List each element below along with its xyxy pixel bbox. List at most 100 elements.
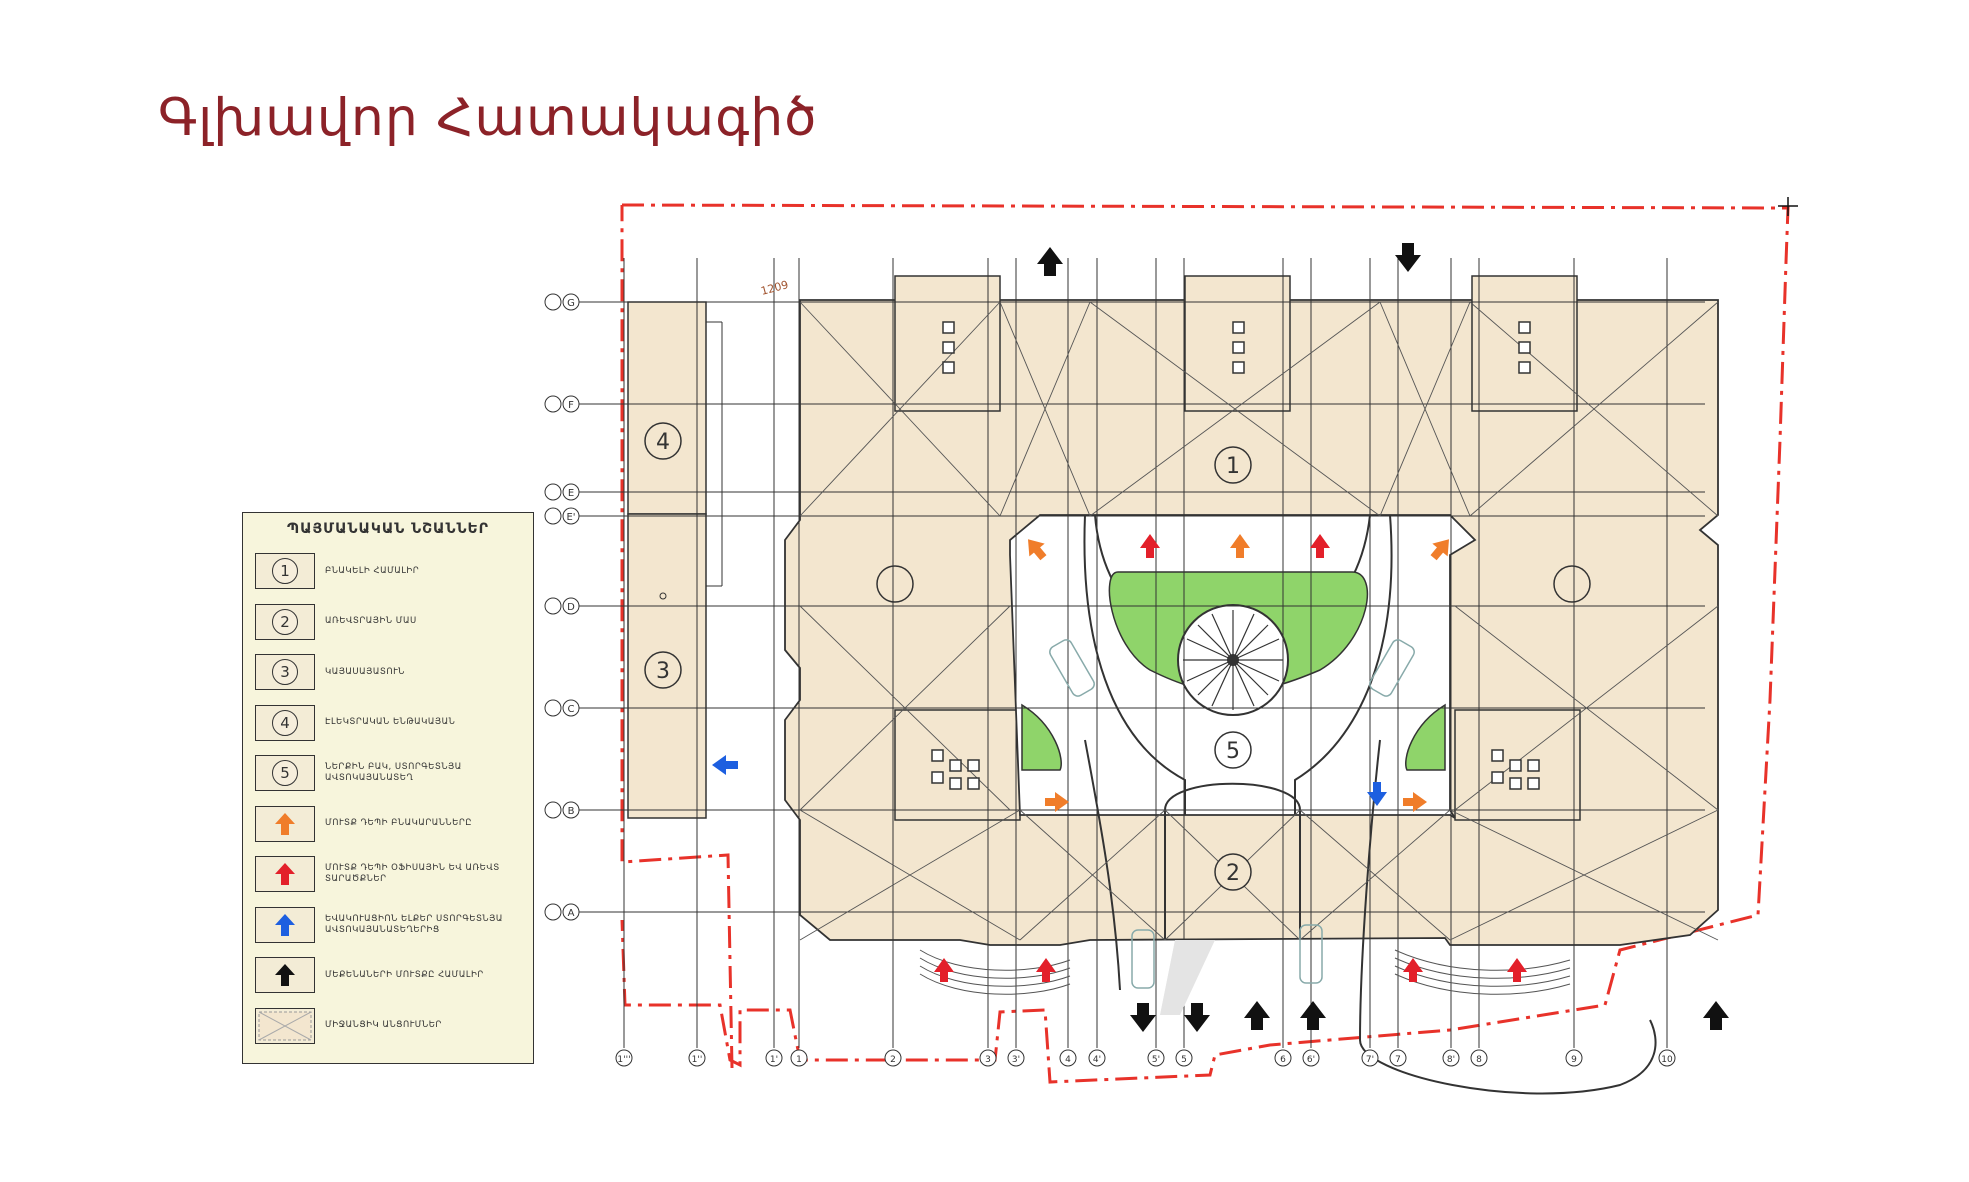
column-marker bbox=[1175, 1049, 1193, 1067]
row-label: G bbox=[567, 298, 575, 309]
row-marker bbox=[544, 395, 562, 413]
column-marker bbox=[979, 1049, 997, 1067]
legend-text: ԷԼԵԿՏՐԱԿԱՆ ԵՆԹԱԿԱՅԱՆ bbox=[325, 717, 456, 727]
legend-number: 2 bbox=[272, 608, 298, 635]
site-boundary bbox=[620, 203, 1790, 1084]
substation-building bbox=[627, 301, 707, 515]
legend-item: ՄԵՔԵՆԱՆԵՐԻ ՄՈՒՏՔԸ ՀԱՄԱԼԻՐ bbox=[255, 957, 525, 995]
legend-number: 3 bbox=[272, 659, 298, 685]
column-label: 8 bbox=[1476, 1055, 1482, 1065]
legend-text: ՄԻՋԱՆՑԻԿ ԱՆՑՈՒՄՆԵՐ bbox=[325, 1020, 442, 1030]
legend-swatch: 2 bbox=[255, 603, 315, 640]
zone-markers bbox=[644, 422, 1252, 891]
black-arrow-icon bbox=[255, 957, 315, 993]
zone-label-5: 5 bbox=[1226, 739, 1240, 764]
legend-text: ՄՈՒՏՔ ԴԵՊԻ ԲՆԱԿԱՐԱՆՆԵՐԸ bbox=[325, 818, 472, 828]
row-marker bbox=[562, 507, 580, 525]
row-marker bbox=[562, 395, 580, 413]
column-marker bbox=[790, 1049, 808, 1067]
cars bbox=[1049, 639, 1415, 989]
legend-number: 5 bbox=[272, 760, 298, 786]
row-marker bbox=[562, 699, 580, 717]
column-label: 9 bbox=[1571, 1055, 1577, 1065]
legend-text: ՆԵՐՔԻՆ ԲԱԿ, ՍՏՈՐԳԵՏՆՅԱ ԱՎՏՈԿԱՅԱՆԱՏԵՂ bbox=[325, 762, 462, 783]
legend-text: ՄՈՒՏՔ ԴԵՊԻ ՕՖԻՍԱՅԻՆ ԵՎ ԱՌԵՎՏ ՏԱՐԱԾՔՆԵՐ bbox=[325, 863, 500, 884]
legend-text: ՄԵՔԵՆԱՆԵՐԻ ՄՈՒՏՔԸ ՀԱՄԱԼԻՐ bbox=[325, 969, 484, 980]
column-marker bbox=[884, 1049, 902, 1067]
column-marker bbox=[765, 1049, 783, 1067]
legend-text: ԵՎԱԿՈՒԱՑԻՈՆ ԵԼՔԵՐ ՍՏՈՐԳԵՏՆՅԱ ԱՎՏՈԿԱՅԱՆԱՏ… bbox=[325, 913, 503, 935]
legend-number: 1 bbox=[272, 558, 298, 584]
column-label: 3 bbox=[985, 1055, 991, 1065]
column-label: 6 bbox=[1280, 1055, 1286, 1065]
legend-swatch: 5 bbox=[255, 755, 315, 791]
column-marker bbox=[1088, 1049, 1106, 1067]
zone-label-3: 3 bbox=[656, 659, 670, 684]
column-label: 4' bbox=[1093, 1055, 1101, 1065]
column-marker bbox=[688, 1049, 706, 1067]
legend-text: ԿԱՅԱՍԱՅԱՏՈՒՆ bbox=[325, 666, 405, 677]
column-marker bbox=[1059, 1049, 1077, 1067]
row-marker bbox=[544, 507, 562, 525]
column-marker bbox=[1565, 1049, 1583, 1067]
column-label: 8' bbox=[1447, 1055, 1455, 1065]
column-marker bbox=[1274, 1049, 1292, 1067]
site-boundary-west bbox=[620, 205, 734, 1069]
row-label: B bbox=[568, 806, 575, 817]
row-marker bbox=[544, 801, 562, 819]
row-marker bbox=[544, 293, 562, 311]
tower-details bbox=[931, 321, 1540, 790]
legend-item: ՄԻՋԱՆՑԻԿ ԱՆՑՈՒՄՆԵՐ bbox=[255, 1007, 525, 1046]
zone-label-1: 1 bbox=[1226, 454, 1240, 479]
row-marker bbox=[544, 483, 562, 501]
legend-title: ՊԱՅՄԱՆԱԿԱՆ ՆՇԱՆՆԵՐ bbox=[287, 521, 489, 537]
column-label: 5' bbox=[1152, 1055, 1160, 1065]
evacuation-exit-arrows bbox=[712, 755, 1387, 806]
column-marker bbox=[1147, 1049, 1165, 1067]
row-label: F bbox=[568, 400, 574, 411]
row-label: A bbox=[568, 908, 575, 919]
blue-arrow-icon bbox=[255, 906, 315, 943]
column-label: 4 bbox=[1065, 1055, 1071, 1065]
row-marker bbox=[562, 903, 580, 921]
column-label: 7' bbox=[1366, 1055, 1374, 1065]
row-marker bbox=[544, 597, 562, 615]
legend-number: 4 bbox=[272, 709, 298, 736]
column-label: 7 bbox=[1395, 1055, 1401, 1065]
column-label: 10 bbox=[1661, 1055, 1673, 1065]
page-title: Գլխավոր Հատակագիծ bbox=[158, 88, 818, 148]
row-marker bbox=[562, 483, 580, 501]
column-label: 2 bbox=[890, 1055, 896, 1065]
red-arrow-icon bbox=[255, 856, 315, 892]
zone-label-4: 4 bbox=[656, 430, 670, 455]
entrance-steps bbox=[919, 949, 1571, 995]
column-marker bbox=[1361, 1049, 1379, 1067]
column-label: 5 bbox=[1181, 1055, 1187, 1065]
column-marker bbox=[1302, 1049, 1320, 1067]
legend-item: ՄՈՒՏՔ ԴԵՊԻ ԲՆԱԿԱՐԱՆՆԵՐԸ bbox=[255, 805, 525, 844]
row-label: C bbox=[568, 704, 575, 715]
legend-item: 4 ԷԼԵԿՏՐԱԿԱՆ ԵՆԹԱԿԱՅԱՆ bbox=[255, 704, 525, 743]
legend-swatch: 3 bbox=[255, 654, 315, 690]
column-marker bbox=[1007, 1049, 1025, 1067]
legend-item: 3 ԿԱՅԱՍԱՅԱՏՈՒՆ bbox=[255, 654, 525, 692]
column-label: 1''' bbox=[617, 1055, 630, 1065]
grid-rows bbox=[575, 301, 1705, 913]
grid-columns bbox=[623, 258, 1668, 1048]
green-lawn-left bbox=[1021, 703, 1062, 771]
row-marker bbox=[562, 597, 580, 615]
column-marker bbox=[615, 1049, 633, 1067]
legend-item: ԵՎԱԿՈՒԱՑԻՈՆ ԵԼՔԵՐ ՍՏՈՐԳԵՏՆՅԱ ԱՎՏՈԿԱՅԱՆԱՏ… bbox=[255, 906, 525, 945]
row-marker bbox=[544, 903, 562, 921]
column-label: 6' bbox=[1307, 1055, 1315, 1065]
column-marker bbox=[1442, 1049, 1460, 1067]
commercial-entrance-arrows bbox=[934, 534, 1527, 982]
orange-arrow-icon bbox=[255, 805, 315, 842]
column-label: 3' bbox=[1012, 1055, 1020, 1065]
legend-swatch: 1 bbox=[255, 553, 315, 589]
